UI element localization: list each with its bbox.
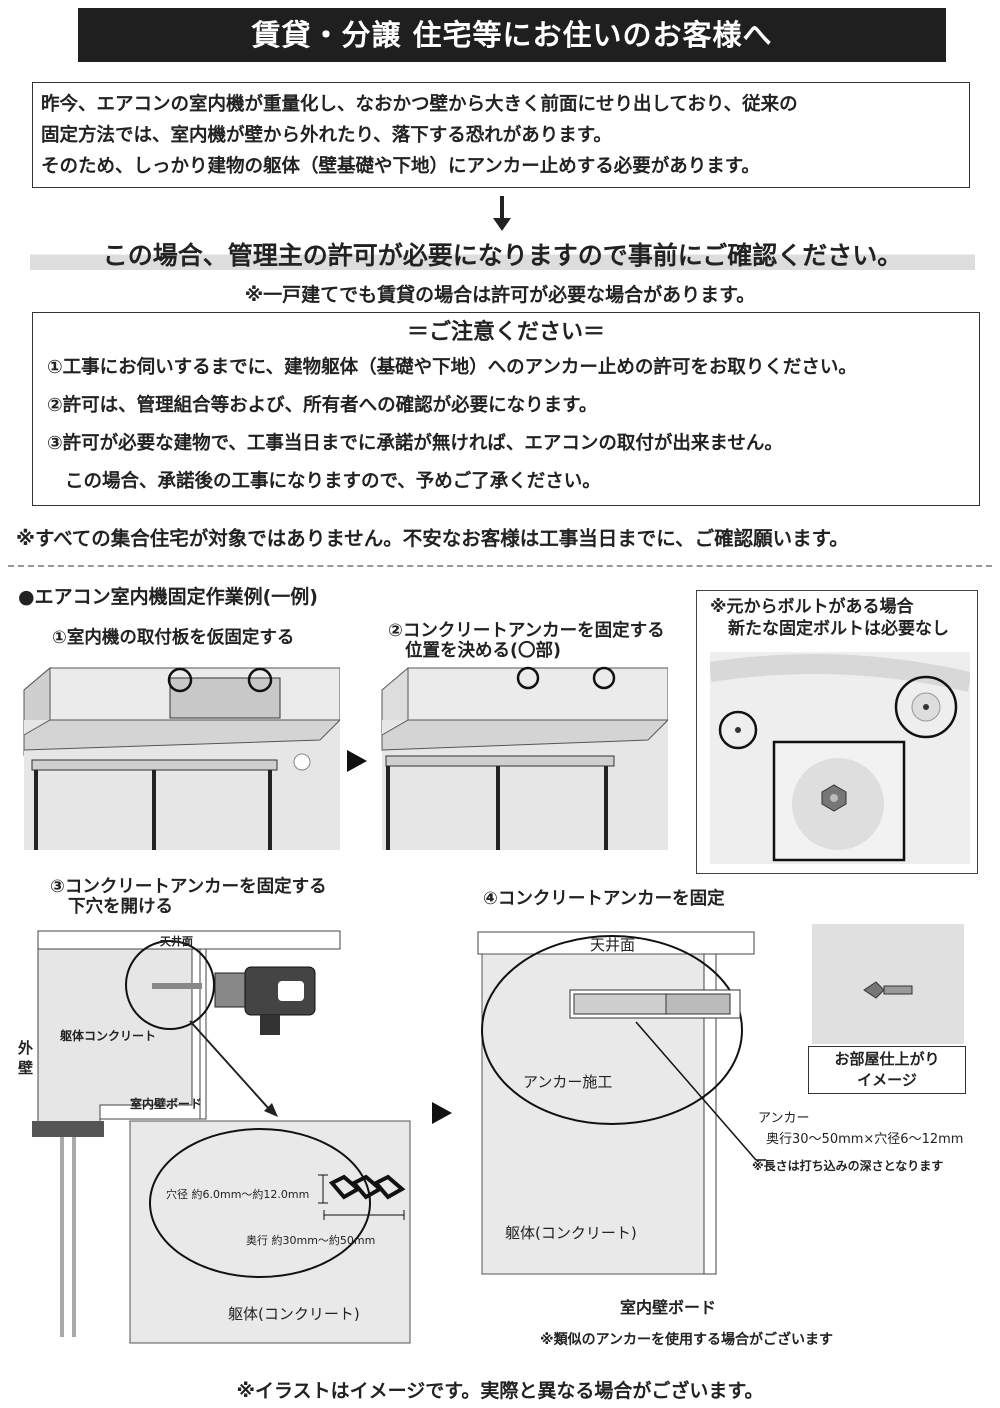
caution-item-3: ③許可が必要な建物で、工事当日までに承諾が無ければ、エアコンの取付が出来ません。 xyxy=(47,433,783,454)
step2-illustration xyxy=(381,666,668,850)
intro-line: そのため、しっかり建物の躯体（壁基礎や下地）にアンカー止めする必要があります。 xyxy=(41,156,760,177)
next-arrow-icon-2 xyxy=(432,1102,452,1124)
step3-caption: ③コンクリートアンカーを固定する xyxy=(50,877,327,897)
anchor-title: アンカー xyxy=(758,1111,810,1126)
step2-caption-2: 位置を決める(〇部) xyxy=(405,641,561,661)
caution-title: ＝ご注意ください＝ xyxy=(406,320,605,345)
intro-line: 固定方法では、室内機が壁から外れたり、落下する恐れがあります。 xyxy=(41,125,612,146)
page-banner-title: 賃貸・分譲 住宅等にお住いのお客様へ xyxy=(78,8,946,62)
next-arrow-icon xyxy=(347,750,367,772)
similar-anchor-note: ※類似のアンカーを使用する場合がございます xyxy=(540,1332,834,1348)
bolt-caption-1: ※元からボルトがある場合 xyxy=(710,597,914,617)
intro-box: 昨今、エアコンの室内機が重量化し、なおかつ壁から大きく前面にせり出しており、従来… xyxy=(32,82,970,188)
bolt-photo xyxy=(710,652,970,864)
step3-illustration xyxy=(32,930,411,1344)
body-concrete-label: 躯体コンクリート xyxy=(60,1029,157,1043)
caution-item-4: この場合、承諾後の工事になりますので、予めご了承ください。 xyxy=(65,471,601,492)
caution-item-2: ②許可は、管理組合等および、所有者への確認が必要になります。 xyxy=(47,395,598,416)
existing-bolt-box xyxy=(696,590,978,874)
wall-board-label-3: 室内壁ボード xyxy=(130,1097,203,1111)
bolt-caption-2: 新たな固定ボルトは必要なし xyxy=(728,619,949,639)
step3-ceiling-label: 天井面 xyxy=(160,935,193,948)
illustration-disclaimer: ※イラストはイメージです。実際と異なる場合がございます。 xyxy=(236,1380,764,1402)
step4-ceiling-label: 天井面 xyxy=(590,936,636,954)
dashed-divider xyxy=(8,565,992,567)
hole-depth-label: 奥行 約30mm～約50mm xyxy=(246,1234,376,1247)
hole-diameter-label: 穴径 約6.0mm～約12.0mm xyxy=(166,1188,310,1201)
room-finish-line-2: イメージ xyxy=(857,1071,917,1089)
step4-concrete-label: 躯体(コンクリート) xyxy=(505,1224,637,1242)
section-heading: ●エアコン室内機固定作業例(一例) xyxy=(18,586,318,608)
outer-wall-label: 外壁 xyxy=(18,1039,34,1077)
detached-house-note: ※一戸建てでも賃貸の場合は許可が必要な場合があります。 xyxy=(244,284,756,306)
intro-line: 昨今、エアコンの室内機が重量化し、なおかつ壁から大きく前面にせり出しており、従来… xyxy=(41,94,798,115)
room-finish-line-1: お部屋仕上がり xyxy=(834,1050,940,1068)
room-finish-photo xyxy=(812,924,964,1044)
step4-illustration xyxy=(477,931,766,1275)
caution-item-1: ①工事にお伺いするまでに、建物躯体（基礎や下地）へのアンカー止めの許可をお取りく… xyxy=(47,357,857,378)
step3-caption-2: 下穴を開ける xyxy=(68,897,173,917)
room-finish-caption: お部屋仕上がり イメージ xyxy=(808,1046,966,1094)
step4-caption: ④コンクリートアンカーを固定 xyxy=(483,889,725,909)
wall-board-label-4: 室内壁ボード xyxy=(620,1298,717,1317)
step2-caption: ②コンクリートアンカーを固定する xyxy=(388,621,665,641)
step3-concrete-label: 躯体(コンクリート) xyxy=(228,1305,360,1323)
down-arrow-icon xyxy=(493,196,511,231)
anchor-work-label: アンカー施工 xyxy=(523,1073,613,1091)
requirement-headline: この場合、管理主の許可が必要になりますので事前にご確認ください。 xyxy=(30,236,975,270)
step1-illustration xyxy=(20,660,340,850)
step1-caption: ①室内機の取付板を仮固定する xyxy=(52,628,295,648)
caution-box: ＝ご注意ください＝ ①工事にお伺いするまでに、建物躯体（基礎や下地）へのアンカー… xyxy=(32,312,980,506)
anchor-depth-note: ※長さは打ち込みの深さとなります xyxy=(752,1159,944,1173)
anchor-spec: 奥行30～50mm×穴径6～12mm xyxy=(766,1132,964,1147)
collective-housing-note: ※すべての集合住宅が対象ではありません。不安なお客様は工事当日までに、ご確認願い… xyxy=(16,527,849,550)
